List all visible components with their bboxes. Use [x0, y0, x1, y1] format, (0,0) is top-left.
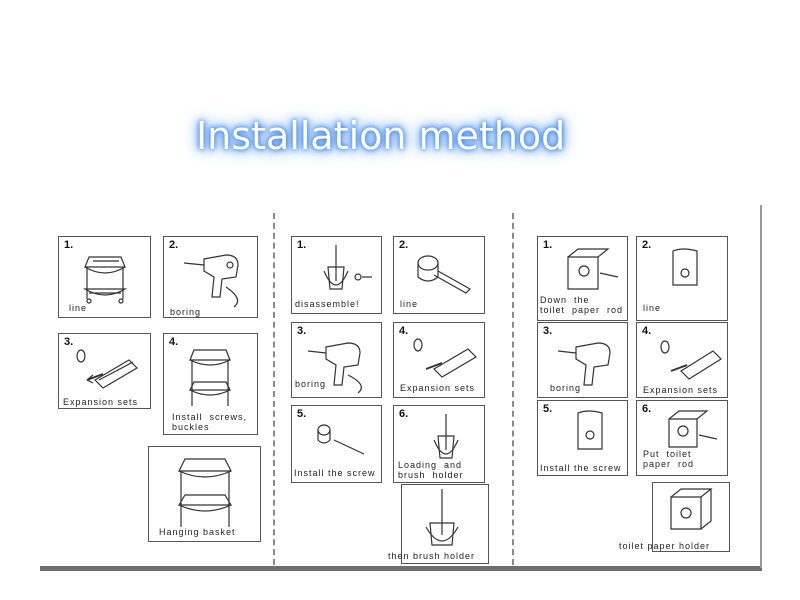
pencil-mark-icon — [417, 255, 471, 294]
page-title: Installation method — [196, 114, 566, 158]
step-number: 6. — [642, 403, 652, 415]
step-caption: Expansion sets — [643, 385, 719, 395]
basket-step-2: 2. boring — [163, 236, 258, 318]
paper-step-4: 4. Expansion sets — [636, 322, 728, 398]
step-caption: line — [69, 303, 88, 313]
step-caption: boring — [295, 379, 327, 389]
step-number: 2. — [169, 239, 179, 251]
step-caption: Install the screw — [294, 468, 376, 478]
step-caption: Hanging basket — [159, 527, 236, 537]
expansion-plug-icon — [660, 340, 722, 380]
paper-holder-icon — [668, 410, 718, 448]
step-number: 6. — [399, 408, 409, 420]
step-caption: Install the screw — [540, 463, 622, 473]
paper-holder-icon — [672, 248, 698, 286]
brush-step-result: then brush holder — [388, 484, 489, 564]
step-number: 1. — [297, 239, 307, 251]
paper-holder-icon — [567, 248, 619, 290]
paper-step-3: 3. boring — [537, 322, 628, 398]
step-caption: Put toilet paper rod — [643, 449, 695, 469]
screw-icon — [317, 424, 365, 455]
corner-basket-icon — [177, 458, 233, 527]
step-number: 2. — [399, 239, 409, 251]
step-caption: boring — [170, 307, 202, 317]
paper-step-6: 6. Put toilet paper rod — [636, 400, 728, 476]
brush-step-2: 2. line — [393, 236, 485, 314]
step-number: 3. — [543, 325, 553, 337]
sheet-right-border — [760, 205, 762, 568]
brush-step-3: 3. boring — [291, 322, 382, 398]
drill-icon — [557, 342, 611, 386]
step-caption: toilet paper holder — [619, 541, 711, 551]
brush-step-1: 1. disassemble! — [291, 236, 382, 314]
paper-holder-icon — [670, 488, 713, 530]
step-number: 3. — [64, 336, 74, 348]
step-caption: line — [400, 299, 419, 309]
paper-step-1: 1. Down the toilet paper rod — [537, 236, 628, 321]
paper-step-result: toilet paper holder — [619, 482, 730, 552]
corner-basket-icon — [189, 349, 231, 406]
basket-step-result: Hanging basket — [148, 446, 261, 542]
step-number: 4. — [399, 325, 409, 337]
step-number: 4. — [169, 336, 179, 348]
step-number: 1. — [64, 239, 74, 251]
column-divider-1 — [273, 213, 275, 565]
step-caption: then brush holder — [388, 551, 476, 561]
step-number: 2. — [642, 239, 652, 251]
expansion-plug-icon — [76, 349, 138, 389]
sheet-bottom-border — [40, 566, 762, 571]
brush-step-6: 6. Loading and brush holder — [393, 405, 485, 483]
step-caption: Down the toilet paper rod — [540, 295, 624, 315]
step-number: 3. — [297, 325, 307, 337]
step-number: 1. — [543, 239, 553, 251]
brush-holder-icon — [433, 414, 459, 459]
brush-step-5: 5. Install the screw — [291, 405, 382, 483]
step-caption: Expansion sets — [63, 397, 139, 407]
drill-icon — [183, 254, 239, 308]
paper-holder-icon — [577, 410, 603, 450]
step-number: 5. — [543, 403, 553, 415]
paper-step-5: 5. Install the screw — [537, 400, 628, 476]
corner-basket-icon — [82, 256, 128, 304]
step-caption: Expansion sets — [400, 383, 476, 393]
column-divider-2 — [512, 213, 514, 565]
step-caption: Install screws, buckles — [172, 412, 248, 432]
basket-step-1: 1. line — [58, 236, 151, 318]
basket-step-4: 4. Install screws, buckles — [163, 333, 258, 435]
step-number: 4. — [642, 325, 652, 337]
brush-step-4: 4. Expansion sets — [393, 322, 485, 398]
brush-holder-icon — [323, 245, 372, 290]
brush-holder-icon — [425, 489, 459, 546]
paper-step-2: 2. line — [636, 236, 728, 321]
drill-icon — [307, 342, 362, 394]
step-caption: boring — [550, 383, 582, 393]
step-number: 5. — [297, 408, 307, 420]
step-caption: line — [643, 303, 662, 313]
step-caption: disassemble! — [295, 299, 360, 309]
step-caption: Loading and brush holder — [398, 460, 464, 480]
basket-step-3: 3. Expansion sets — [58, 333, 151, 409]
expansion-plug-icon — [413, 338, 477, 378]
